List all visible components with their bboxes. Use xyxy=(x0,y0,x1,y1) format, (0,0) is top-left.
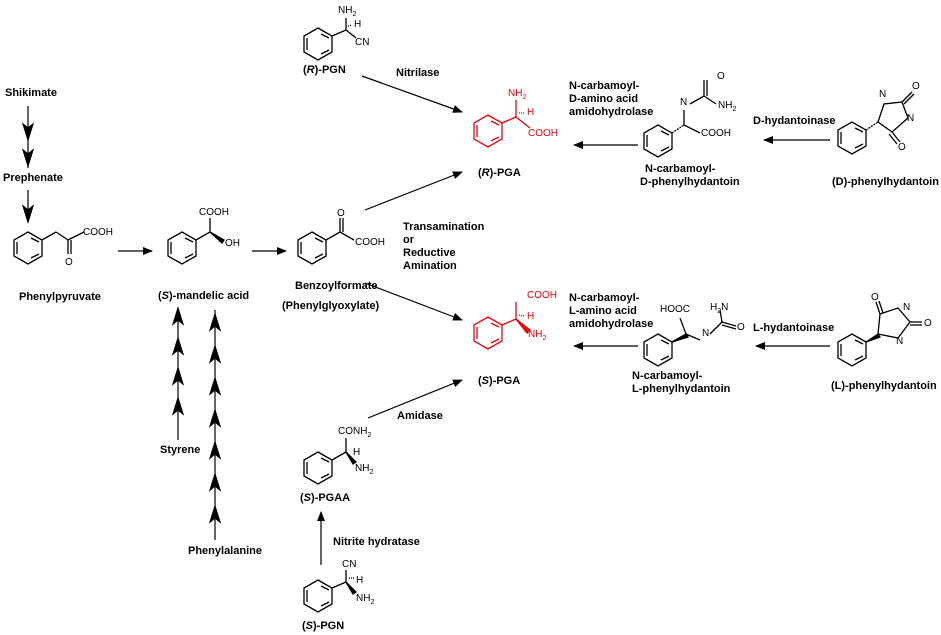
arrow-r-pgn-r-pga xyxy=(361,75,463,113)
prephenate-label: Prephenate xyxy=(3,172,63,184)
arrow-benzoylformate-r-pga xyxy=(364,171,463,211)
s-pga-structure xyxy=(473,302,531,350)
nitrilase-label: Nitrilase xyxy=(396,67,440,79)
styrene-label: Styrene xyxy=(160,444,201,456)
phenylpyruvate-o: O xyxy=(65,257,73,268)
benzoylformate-label: Benzoylformate xyxy=(295,280,378,292)
s-pgaa-h: H xyxy=(353,447,361,458)
benzoylformate-o: O xyxy=(337,208,345,219)
d-phenylhydantoin-structure xyxy=(837,91,915,155)
n-carbamoyl-l-structure xyxy=(643,309,737,367)
transamination-label-4: Amination xyxy=(403,260,457,272)
n-carb-d-n: N xyxy=(680,97,688,108)
transamination-label-1: Transamination xyxy=(403,221,485,233)
mandelic-oh: OH xyxy=(225,238,240,249)
n-carb-d-nh2: NH2 xyxy=(718,100,737,113)
phenylglyoxylate-label: (Phenylglyoxylate) xyxy=(282,300,380,312)
r-pga-structure xyxy=(473,100,531,148)
transamination-label-2: or xyxy=(403,234,414,246)
r-pgn-structure xyxy=(303,18,357,61)
mandelic-cooh: COOH xyxy=(199,207,229,218)
l-hyd-n2: N xyxy=(896,336,904,347)
s-pga-nh2: NH2 xyxy=(528,329,547,342)
n-carb-l-o: O xyxy=(737,322,745,333)
arrow-phenylalanine-mandelic xyxy=(208,310,222,540)
phenylalanine-label: Phenylalanine xyxy=(188,545,262,557)
s-pgn-label: (S)-PGN xyxy=(302,620,345,632)
benzoylformate-cooh: COOH xyxy=(355,237,385,248)
nitrite-hydratase-label: Nitrite hydratase xyxy=(333,536,420,548)
d-amidohydrolase-label-1: N-carbamoyl- xyxy=(569,80,640,92)
s-pgaa-label: (S)-PGAA xyxy=(300,492,351,504)
n-carbamoyl-d-structure xyxy=(643,80,717,158)
phenylpyruvate-cooh: COOH xyxy=(83,227,113,238)
s-pga-label: (S)-PGA xyxy=(478,375,521,387)
n-carb-d-cooh: COOH xyxy=(701,128,731,139)
s-pgaa-structure xyxy=(303,438,358,485)
l-hyd-o1: O xyxy=(871,292,879,303)
r-pga-cooh: COOH xyxy=(528,128,558,139)
s-pga-h: H xyxy=(527,311,535,322)
phenylpyruvate-structure xyxy=(13,231,85,265)
s-pgn-structure xyxy=(303,570,358,613)
d-hydantoinase-label: D-hydantoinase xyxy=(753,115,836,127)
transamination-label-3: Reductive xyxy=(403,247,456,259)
amidase-label: Amidase xyxy=(397,410,443,422)
d-phenylhydantoin-label: (D)-phenylhydantoin xyxy=(832,176,939,188)
d-hyd-n2: N xyxy=(907,113,915,124)
n-carbamoyl-l-label-2: L-phenylhydantoin xyxy=(632,383,731,395)
arrow-prephenate-phenylpyruvate xyxy=(21,190,35,225)
mandelic-acid-label: (S)-mandelic acid xyxy=(158,290,250,302)
l-amidohydrolase-label-2: L-amino acid xyxy=(569,305,637,317)
r-pga-label: (R)-PGA xyxy=(478,167,521,179)
n-carb-d-o: O xyxy=(717,71,725,82)
r-pga-nh2: NH2 xyxy=(508,88,527,101)
s-pga-cooh: COOH xyxy=(527,290,557,301)
benzoylformate-structure xyxy=(297,218,355,265)
l-amidohydrolase-label-1: N-carbamoyl- xyxy=(569,292,640,304)
n-carbamoyl-l-label-1: N-carbamoyl- xyxy=(632,370,703,382)
s-pgn-cn: CN xyxy=(342,559,357,570)
r-pgn-label: (R)-PGN xyxy=(303,64,346,76)
n-carbamoyl-d-label-1: N-carbamoyl- xyxy=(645,163,716,175)
d-amidohydrolase-label-2: D-amino acid xyxy=(569,93,639,105)
s-pgaa-nh2: NH2 xyxy=(355,463,374,476)
r-pga-h: H xyxy=(527,107,535,118)
d-hyd-n1: N xyxy=(879,89,887,100)
arrow-styrene-mandelic xyxy=(171,305,185,440)
d-hyd-o1: O xyxy=(912,81,920,92)
r-pgn-h: H xyxy=(354,19,362,30)
arrow-s-pgaa-s-pga xyxy=(367,379,463,419)
s-pgaa-conh2: CONH2 xyxy=(338,426,372,439)
n-carbamoyl-d-label-2: D-phenylhydantoin xyxy=(640,176,740,188)
arrow-shikimate-prephenate xyxy=(21,106,35,169)
n-carb-l-hooc: HOOC xyxy=(660,304,690,315)
l-hyd-n1: N xyxy=(903,302,911,313)
s-pgn-nh2: NH2 xyxy=(356,593,375,606)
l-phenylhydantoin-structure xyxy=(837,300,922,367)
l-hydantoinase-label: L-hydantoinase xyxy=(753,322,835,334)
n-carb-l-h2n: H2N xyxy=(710,302,729,315)
phenylpyruvate-label: Phenylpyruvate xyxy=(19,291,101,303)
s-pgn-h: H xyxy=(356,575,364,586)
n-carb-l-n: N xyxy=(702,328,710,339)
l-phenylhydantoin-label: (L)-phenylhydantoin xyxy=(831,380,937,392)
d-amidohydrolase-label-3: amidohydrolase xyxy=(569,106,654,118)
l-amidohydrolase-label-3: amidohydrolase xyxy=(569,318,654,330)
r-pgn-nh2: NH2 xyxy=(338,5,357,18)
d-hyd-o2: O xyxy=(898,142,906,153)
arrow-benzoylformate-s-pga xyxy=(364,282,463,321)
shikimate-label: Shikimate xyxy=(5,87,57,99)
mandelic-acid-structure xyxy=(167,218,225,265)
l-hyd-o2: O xyxy=(924,318,932,329)
r-pgn-cn: CN xyxy=(355,37,370,48)
